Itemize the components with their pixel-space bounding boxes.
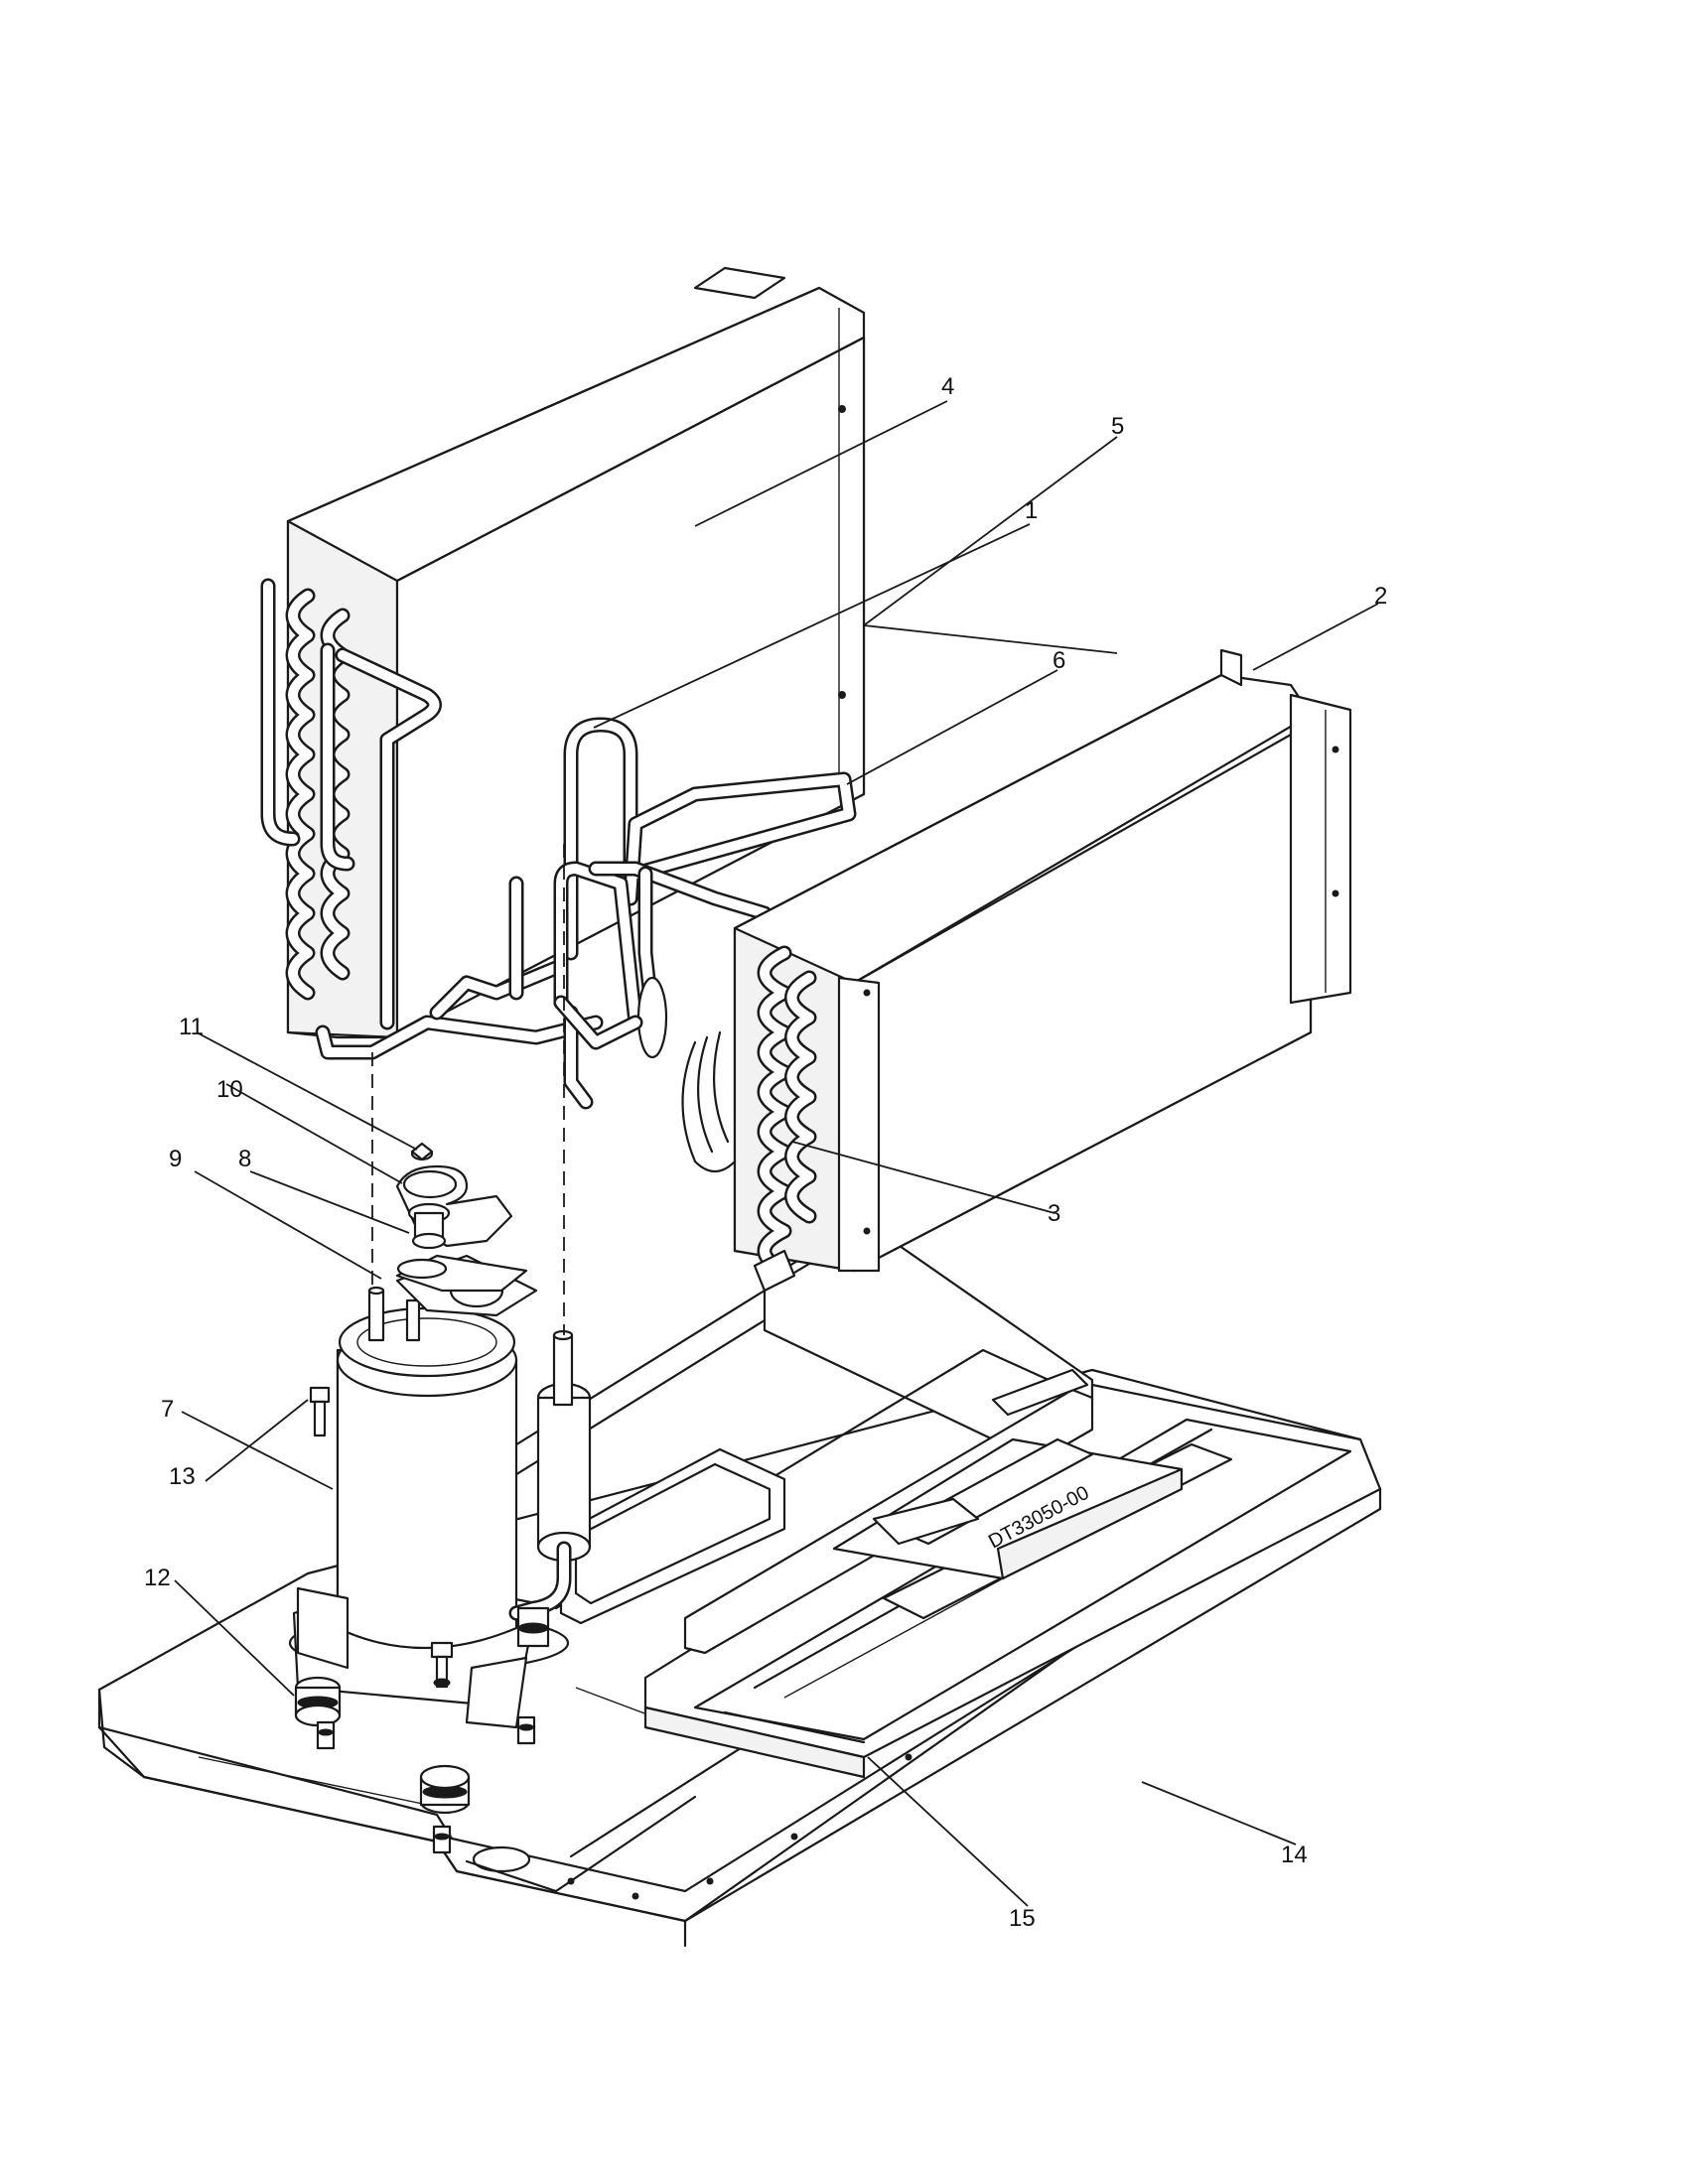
condenser-hairpins <box>681 945 817 1279</box>
upper-tray: DT33050-00 <box>683 1368 1184 1655</box>
callout-2: 2 <box>1374 583 1387 610</box>
alignment-lines <box>371 844 565 1335</box>
condenser-coil <box>681 648 1352 1293</box>
mounting-grommets <box>294 1386 550 1854</box>
evaporator-hairpins <box>260 578 442 1030</box>
terminal-components <box>395 1142 528 1293</box>
callout-5: 5 <box>1111 413 1124 440</box>
callout-7: 7 <box>161 1396 174 1423</box>
callout-labels: 1 2 3 4 5 6 7 8 9 10 11 12 13 14 15 <box>144 373 1387 1932</box>
callout-8: 8 <box>238 1146 251 1172</box>
callout-15: 15 <box>1009 1905 1036 1932</box>
leader-5 <box>863 436 1118 626</box>
leader-lines <box>174 400 1379 1907</box>
callout-10: 10 <box>216 1076 243 1103</box>
callout-13: 13 <box>169 1463 196 1490</box>
callout-11: 11 <box>179 1014 204 1040</box>
callout-4: 4 <box>941 373 954 400</box>
compressor <box>288 1254 592 1729</box>
callout-14: 14 <box>1281 1842 1308 1868</box>
callout-3: 3 <box>1048 1200 1060 1227</box>
callout-6: 6 <box>1052 647 1065 674</box>
callout-9: 9 <box>169 1146 182 1172</box>
callout-12: 12 <box>144 1565 171 1591</box>
